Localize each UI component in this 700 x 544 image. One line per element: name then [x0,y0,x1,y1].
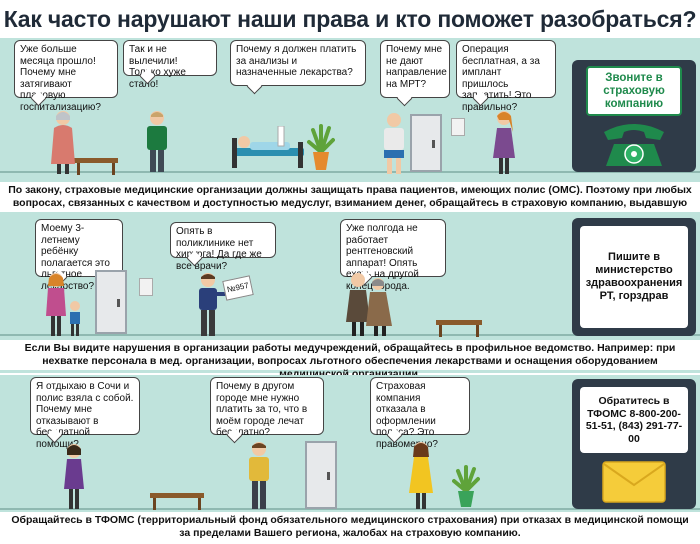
speech-bubble-other-city: Почему в другом городе мне нужно платить… [210,377,324,438]
man-figure [249,442,269,509]
mother-and-child-figure [46,273,80,336]
man-with-ticket-figure [199,273,228,336]
door [95,270,127,334]
insurance-caption: По закону, страховые медицинские организ… [0,182,700,222]
floor-line [0,334,700,336]
bench [74,158,118,175]
tfoms-caption: Обращайтесь в ТФОМС (территориальный фон… [0,512,700,544]
page-title: Как часто нарушают наши права и кто помо… [3,6,697,32]
queue-ticket: №957 [222,275,254,301]
patient-in-bed-figure [232,126,304,168]
door [410,114,442,172]
speech-bubble-hospitalization: Уже больше месяца прошло! Почему мне зат… [14,40,118,113]
door [305,441,337,509]
floor-line [0,508,700,510]
elderly-woman-figure [51,111,75,174]
ministry-contact-text: Пишите в министерство здравоохранения РТ… [580,226,688,328]
speech-bubble-no-surgeon: Опять в поликлинике нет хирурга! Да где … [170,222,276,272]
insurance-callout-card: Звоните в страховую компанию [572,60,696,172]
bench [436,320,482,337]
tfoms-callout-card: Обратитесь в ТФОМС 8-800-200-51-51, (843… [572,379,696,509]
ministry-caption: Если Вы видите нарушения в организации р… [0,340,700,380]
speech-bubble-child-medicine: Моему 3-летнему ребёнку полагается это л… [35,219,123,292]
speech-bubble-xray: Уже полгода не работает рентгеновский ап… [340,219,446,292]
light-switch [451,118,465,136]
light-switch [139,278,153,296]
floor-line [0,171,700,173]
potted-plant-icon [307,124,335,170]
speech-bubble-mri: Почему мне не дают направление на МРТ? [380,40,450,98]
speech-bubble-policy-refusal: Страховая компания отказала в оформлении… [370,377,470,450]
injured-boy-figure [384,113,404,174]
speech-bubble-sochi: Я отдыхаю в Сочи и полис взяла с собой. … [30,377,140,450]
speech-bubble-implant: Операция бесплатная, а за имплант пришло… [456,40,556,113]
woman-figure [493,111,515,174]
potted-plant-icon [452,465,480,507]
envelope-icon [602,461,666,503]
man-figure [147,111,167,172]
ministry-callout-card: Пишите в министерство здравоохранения РТ… [572,218,696,336]
section-insurance: Уже больше месяца прошло! Почему мне зат… [0,38,700,210]
woman-figure [409,442,433,509]
call-insurer-text: Звоните в страховую компанию [586,66,682,116]
telephone-icon [604,124,664,166]
elderly-couple-figure [346,273,392,336]
speech-bubble-pay-tests: Почему я должен платить за анализы и наз… [230,40,366,86]
woman-figure [64,444,84,509]
bench [150,493,204,510]
speech-bubble-not-cured: Так и не вылечили! Только хуже стало! [123,40,217,90]
tfoms-contact-text: Обратитесь в ТФОМС 8-800-200-51-51, (843… [580,387,688,453]
